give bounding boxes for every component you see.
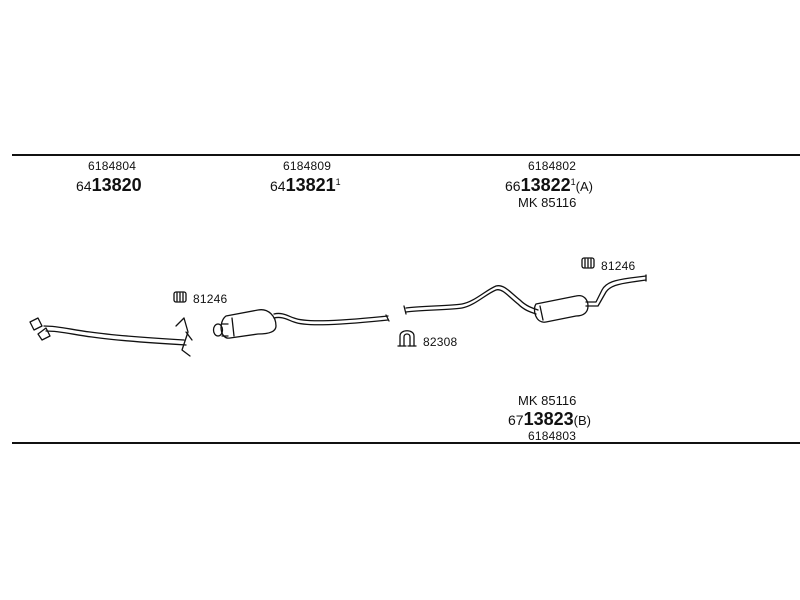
top-rule — [12, 154, 800, 156]
rubber-mount-left-label: 81246 — [193, 292, 228, 306]
middle-silencer-ref: 6184809 — [283, 159, 332, 173]
rear-silencer-b-suffix: (B) — [573, 413, 591, 428]
rear-silencer-assembly — [403, 274, 647, 323]
rubber-mount-left-icon — [173, 291, 187, 303]
rear-silencer-b-ref: 6184803 — [528, 429, 577, 443]
rear-silencer-b-prefix: 67 — [508, 412, 524, 428]
rubber-mount-right-label: 81246 — [601, 259, 636, 273]
middle-silencer-prefix: 64 — [270, 178, 286, 194]
rear-silencer-a-kit: MK 85116 — [518, 195, 577, 210]
front-pipe-number: 13820 — [91, 175, 142, 195]
rear-silencer-b-kit: MK 85116 — [518, 393, 577, 408]
front-pipe-ref: 6184804 — [88, 159, 137, 173]
middle-silencer-sup: 1 — [335, 177, 341, 187]
rear-silencer-a-sup: 1 — [570, 177, 576, 187]
rubber-mount-right-icon — [581, 257, 595, 269]
rear-silencer-a-prefix: 66 — [505, 178, 521, 194]
front-pipe-prefix: 64 — [76, 178, 92, 194]
front-pipe-part-number: 6413820 — [76, 176, 142, 194]
rear-silencer-b-number: 13823 — [523, 409, 574, 429]
rear-silencer-a-ref: 6184802 — [528, 159, 577, 173]
rear-silencer-a-part-number: 66138221(A) — [505, 176, 593, 194]
rear-silencer-b-part-number: 6713823(B) — [508, 410, 591, 428]
middle-silencer-part-number: 64138211 — [270, 176, 341, 194]
clamp-label: 82308 — [423, 335, 458, 349]
u-clamp-icon — [397, 330, 417, 347]
rear-silencer-a-number: 13822 — [520, 175, 571, 195]
front-pipe — [29, 317, 193, 357]
rear-silencer-a-suffix: (A) — [575, 179, 593, 194]
bottom-rule — [12, 442, 800, 444]
middle-silencer — [212, 309, 390, 339]
middle-silencer-number: 13821 — [285, 175, 336, 195]
